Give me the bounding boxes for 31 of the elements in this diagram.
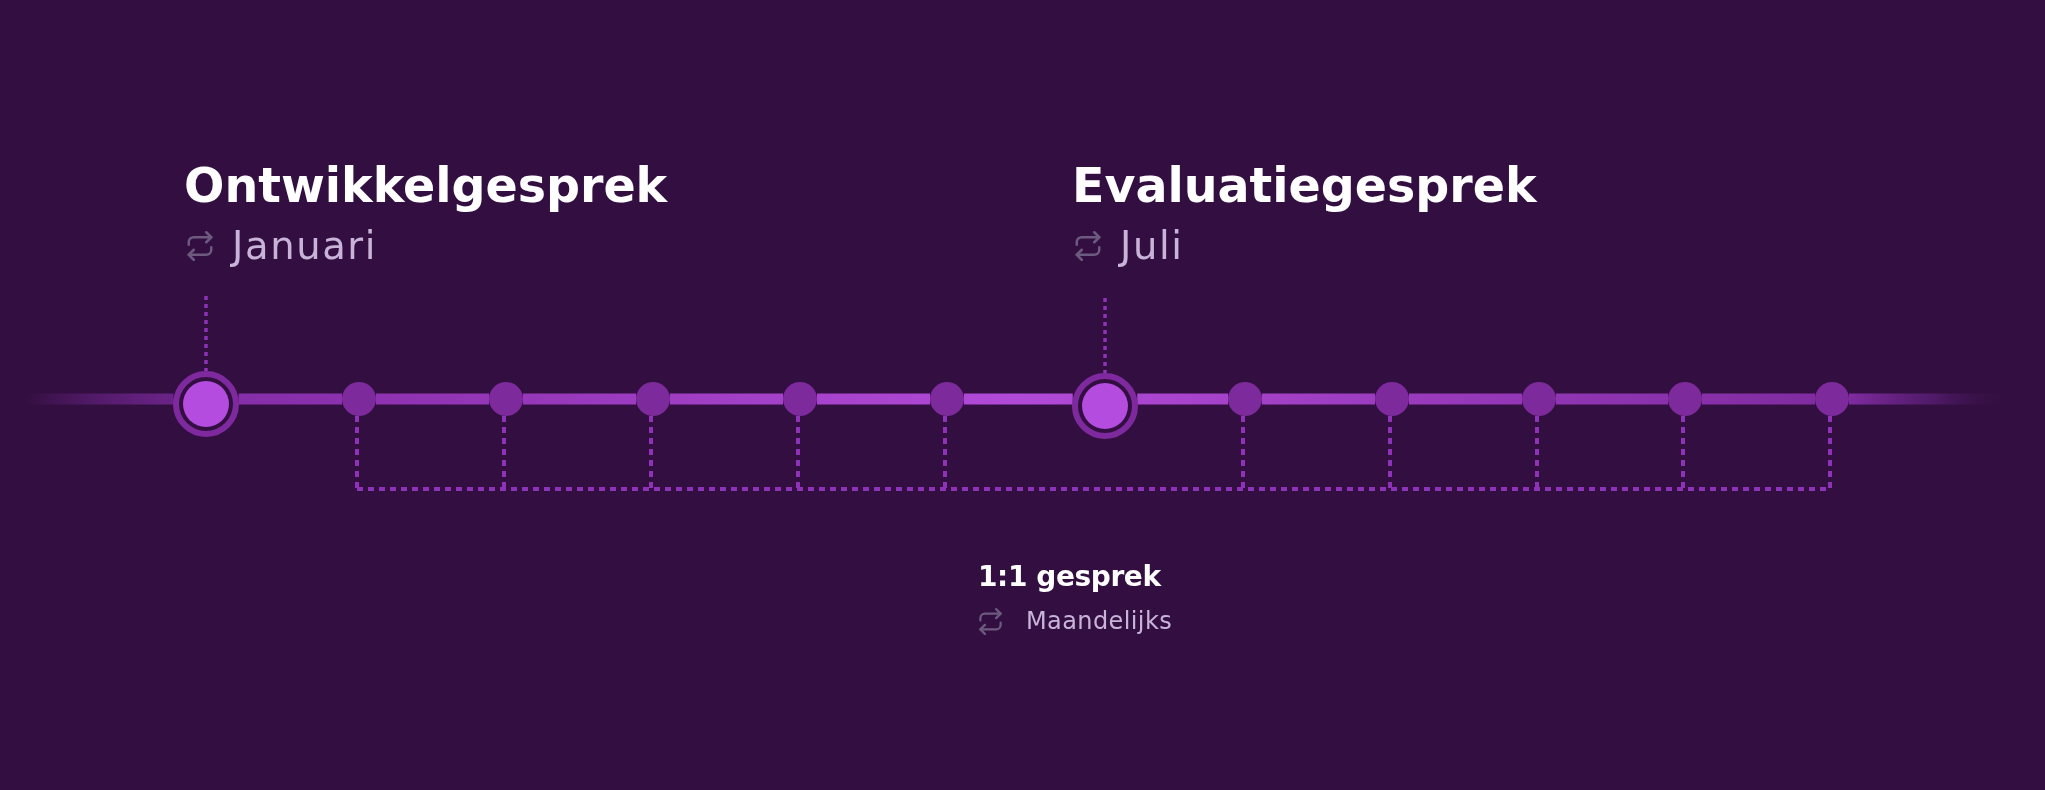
milestone-marker [1072, 373, 1138, 439]
timeline-dot [1522, 382, 1556, 416]
milestone-title: Ontwikkelgesprek [184, 158, 668, 214]
milestone-marker [173, 371, 239, 437]
timeline-dot [930, 382, 964, 416]
timeline-dot [636, 382, 670, 416]
timeline-line [1137, 393, 1228, 405]
frequency-label: Maandelijks [1026, 606, 1173, 636]
timeline-dot [1228, 382, 1262, 416]
timeline-dot [1375, 382, 1409, 416]
month-label: Januari [232, 224, 378, 268]
leader-line [204, 296, 208, 371]
timeline-dot [489, 382, 523, 416]
leader-line [1103, 298, 1107, 373]
group-title: 1:1 gesprek [978, 560, 1161, 594]
timeline-line [670, 393, 783, 405]
timeline-line [238, 393, 342, 405]
timeline-line [1262, 393, 1375, 405]
month-label: Juli [1120, 224, 1184, 268]
timeline-line [1409, 393, 1522, 405]
timeline-dot [1815, 382, 1849, 416]
timeline-line [1556, 393, 1668, 405]
timeline-dot [1668, 382, 1702, 416]
timeline-dot [342, 382, 376, 416]
timeline-line [817, 393, 930, 405]
timeline-line [1702, 393, 1815, 405]
timeline-dot [783, 382, 817, 416]
timeline-line [964, 393, 1073, 405]
timeline-line [523, 393, 636, 405]
timeline-line [376, 393, 489, 405]
milestone-title: Evaluatiegesprek [1072, 158, 1537, 214]
